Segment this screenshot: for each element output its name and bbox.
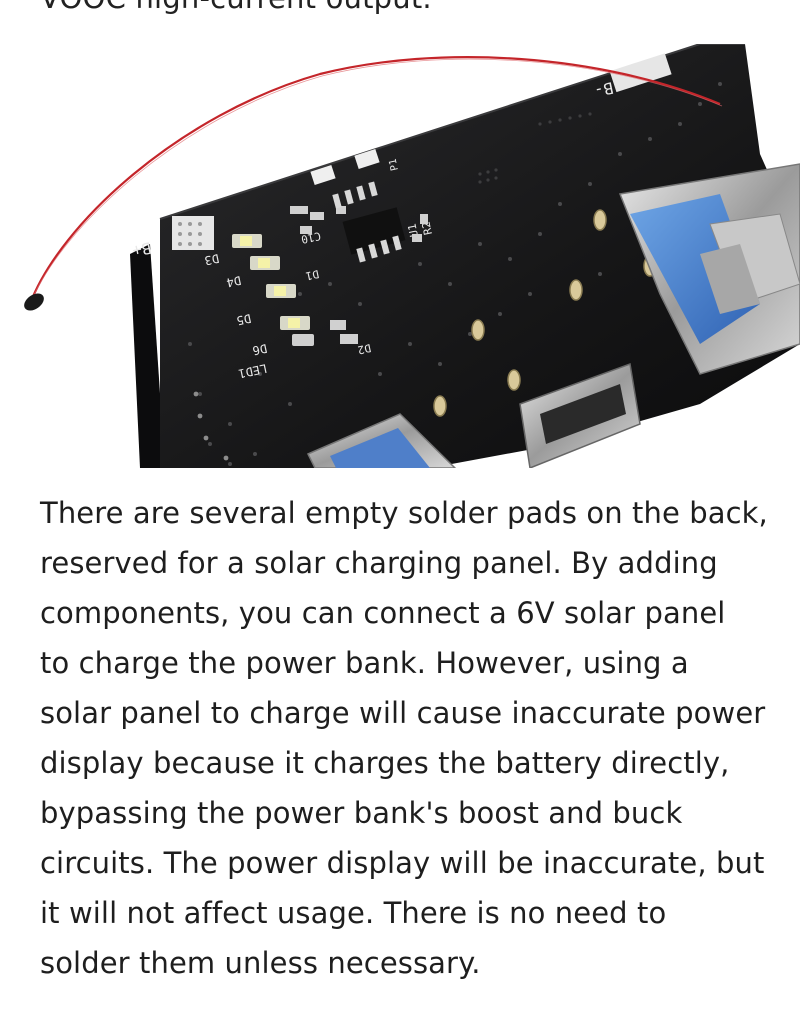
silkscreen-d3: D3 [203, 251, 220, 268]
thermistor-wire [28, 56, 721, 305]
silkscreen-b-minus: B- [592, 78, 615, 101]
paragraph-line: bypassing the power bank's boost and buc… [40, 796, 683, 830]
solder-pad-grid-b-plus [172, 216, 214, 250]
silkscreen-d1: D1 [304, 267, 320, 282]
usb-c-port [519, 362, 641, 468]
silkscreen-led1: LED1 [237, 361, 268, 381]
silkscreen-r2: R2 [419, 220, 434, 236]
silkscreen-d6: D6 [251, 341, 268, 358]
ic-chip [332, 181, 406, 263]
pcb-edge [130, 244, 165, 468]
paragraph-line: solar panel to charge will cause inaccur… [40, 696, 766, 730]
paragraph-line: to charge the power bank. However, using… [40, 646, 689, 680]
solder-pad-grid-b-minus [609, 53, 672, 93]
silkscreen-d2: D2 [356, 341, 372, 356]
paragraph-line: There are several empty solder pads on t… [40, 496, 768, 530]
paragraph-solar-charging: There are several empty solder pads on t… [40, 488, 770, 988]
silkscreen-b-plus: B+ [130, 238, 153, 261]
silkscreen-p1: P1 [388, 158, 401, 172]
silkscreen-d5: D5 [235, 311, 252, 328]
paragraph-line: reserved for a solar charging panel. By … [40, 546, 718, 580]
silkscreen-d4: D4 [225, 273, 242, 290]
product-photo: B+ B- D3 D4 D5 D6 LED1 C10 D1 D2 R2 U1 P… [0, 44, 800, 468]
thermistor-bead [24, 293, 44, 311]
paragraph-line: display because it charges the battery d… [40, 746, 730, 780]
usb-port-left [306, 413, 457, 468]
previous-paragraph-fragment: VOOC high-current output. [40, 0, 432, 18]
usb-a-port-right [618, 163, 800, 375]
paragraph-line: components, you can connect a 6V solar p… [40, 596, 726, 630]
paragraph-line: circuits. The power display will be inac… [40, 846, 765, 880]
pcb-board [160, 44, 800, 468]
paragraph-line: solder them unless necessary. [40, 946, 481, 980]
paragraph-line: it will not affect usage. There is no ne… [40, 896, 667, 930]
led-indicators [232, 234, 314, 346]
